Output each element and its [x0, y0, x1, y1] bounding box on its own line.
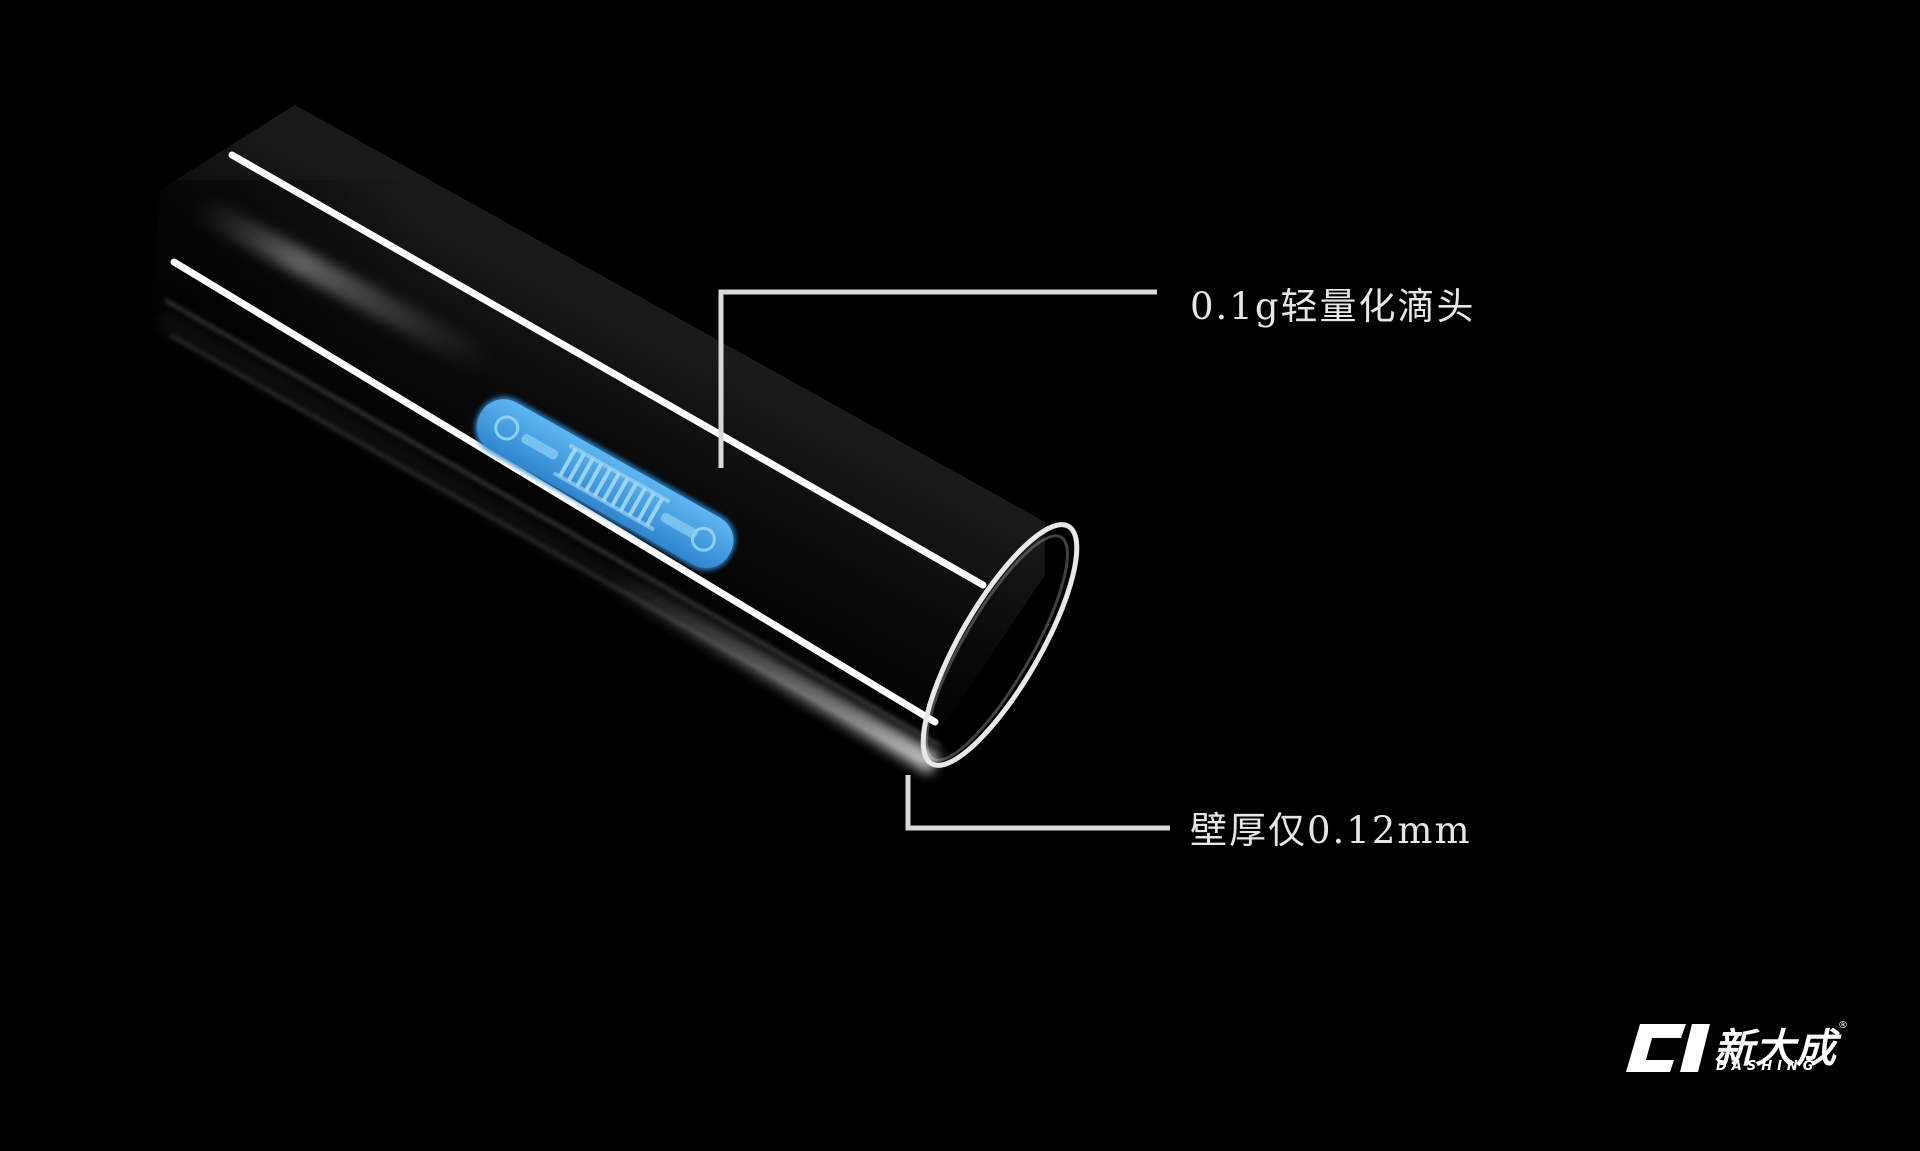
brand-logo: 新大成 ® DASHING — [1626, 1018, 1848, 1074]
emitter-weight-label: 0.1g轻量化滴头 — [1190, 285, 1476, 328]
ci-logo-icon — [1626, 1024, 1710, 1072]
brand-name-en: DASHING — [1716, 1059, 1819, 1074]
drip-emitter — [474, 396, 736, 571]
registered-mark: ® — [1838, 1020, 1848, 1031]
tube-opening-rim — [920, 522, 1080, 768]
callout-line-emitter — [718, 289, 1157, 468]
drip-tube — [140, 105, 1080, 775]
tube-bottom-highlight — [170, 258, 939, 726]
tube-top-highlight — [228, 151, 987, 589]
brand-name-cn: 新大成 — [1714, 1026, 1837, 1072]
wall-thickness-label: 壁厚仅0.12mm — [1190, 809, 1472, 852]
callout-line-wall — [905, 775, 1170, 831]
